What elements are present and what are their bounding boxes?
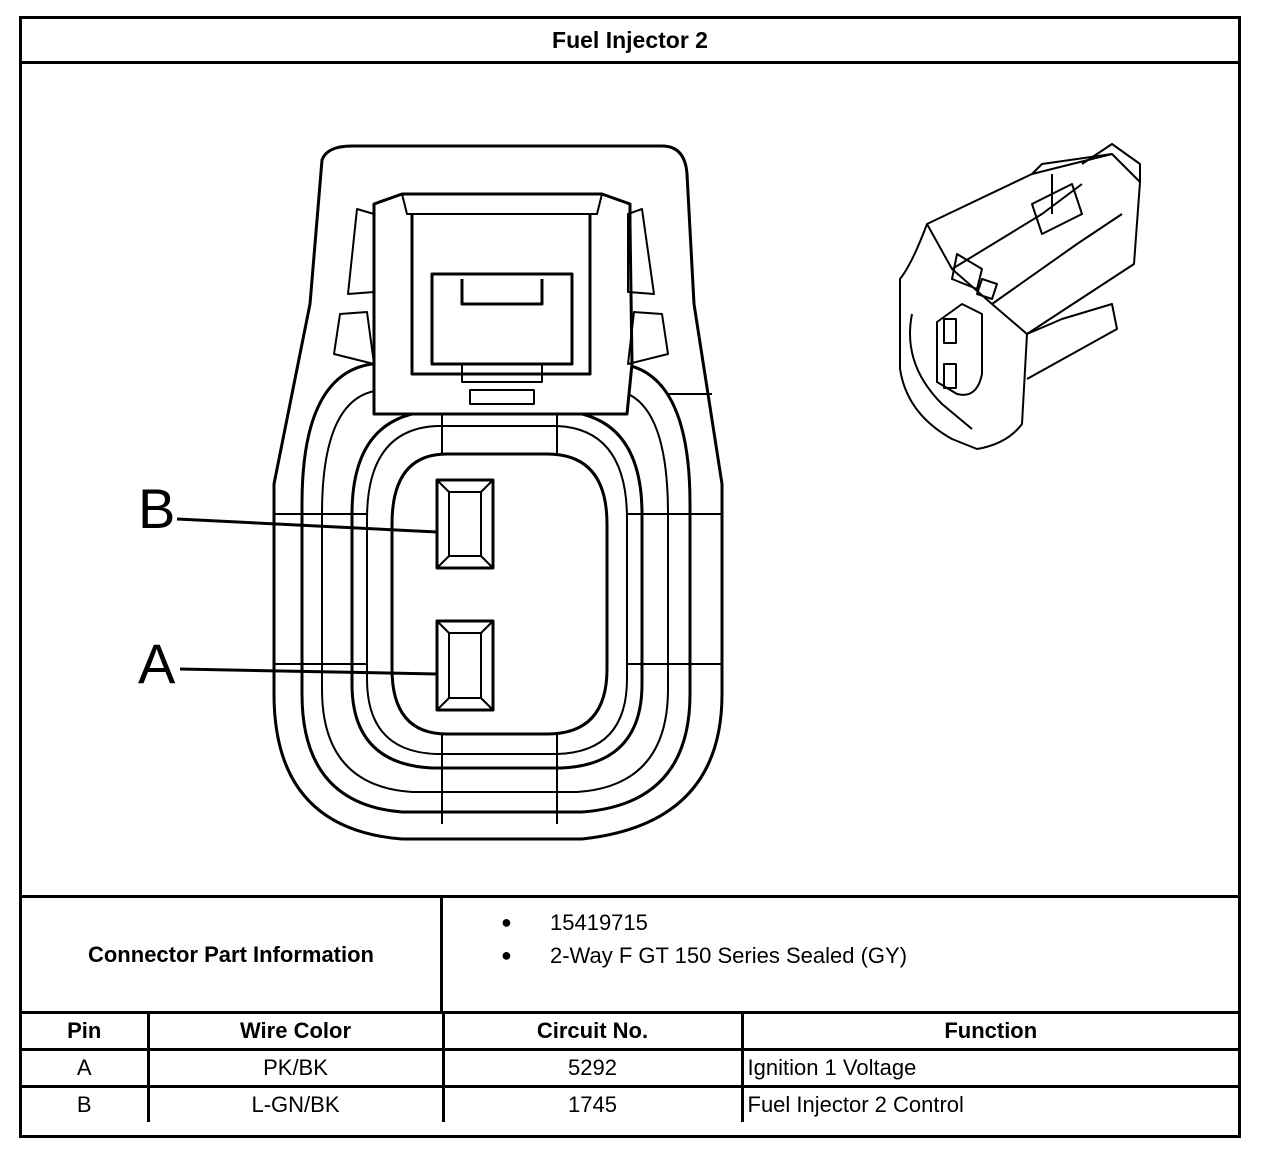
function-cell: Fuel Injector 2 Control: [740, 1085, 1238, 1122]
column-header-pin: Pin: [22, 1014, 150, 1051]
column-header-circuit-no: Circuit No.: [441, 1014, 744, 1051]
connector-part-information: Connector Part Information ● 15419715 ● 2-…: [22, 895, 1238, 1014]
pin-cell: A: [22, 1048, 150, 1088]
part-number: 15419715: [550, 910, 648, 935]
list-item: ● 15419715: [443, 906, 907, 939]
function-cell: Ignition 1 Voltage: [740, 1048, 1238, 1088]
pin-a-leader-line: [179, 667, 438, 676]
connector-part-list: ● 15419715 ● 2-Way F GT 150 Series Sealed …: [443, 906, 907, 972]
pin-b-leader-line: [176, 517, 438, 534]
bullet-icon: ●: [501, 945, 512, 965]
column-header-function: Function: [740, 1014, 1238, 1051]
part-description: 2-Way F GT 150 Series Sealed (GY): [550, 943, 908, 968]
bullet-icon: ●: [501, 912, 512, 932]
connector-face-view-icon: [176, 143, 1141, 841]
column-header-wire-color: Wire Color: [146, 1014, 445, 1051]
connector-isometric-view-icon: [899, 143, 1141, 450]
circuit-no-cell: 5292: [441, 1048, 744, 1088]
pin-cell: B: [22, 1085, 150, 1122]
wire-color-cell: L-GN/BK: [146, 1085, 445, 1122]
connector-part-information-label: Connector Part Information: [22, 898, 443, 1011]
connector-sheet: Fuel Injector 2: [19, 16, 1241, 1138]
pin-a-label: A: [138, 632, 176, 695]
connector-drawing: B A: [22, 64, 1238, 895]
list-item: ● 2-Way F GT 150 Series Sealed (GY): [443, 939, 907, 972]
wire-color-cell: PK/BK: [146, 1048, 445, 1088]
table-row: A PK/BK 5292 Ignition 1 Voltage: [22, 1048, 1238, 1088]
table-row: B L-GN/BK 1745 Fuel Injector 2 Control: [22, 1085, 1238, 1122]
circuit-no-cell: 1745: [441, 1085, 744, 1122]
table-header-row: Pin Wire Color Circuit No. Function: [22, 1014, 1238, 1051]
pin-table: Pin Wire Color Circuit No. Function A PK…: [22, 1014, 1238, 1122]
pin-b-label: B: [138, 477, 176, 540]
sheet-title: Fuel Injector 2: [22, 19, 1238, 64]
